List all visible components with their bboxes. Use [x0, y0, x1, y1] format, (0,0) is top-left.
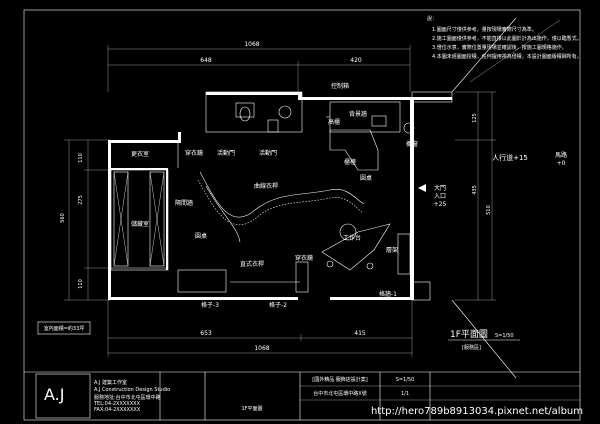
label-hanging-rack: 直式衣桿 [240, 260, 264, 268]
project-title: [國外精品 服飾店設計案] [312, 376, 368, 383]
shoe-shelf [397, 233, 411, 275]
dim-bottom-right: 415 [354, 330, 366, 337]
top-dimensions: 1068 648 420 [107, 41, 411, 92]
label-sliding-door-2: 活動門 [259, 149, 277, 157]
entrance-arrow [418, 184, 426, 192]
workbench-shape [321, 223, 391, 271]
label-high-cabinet: 高櫃 [328, 118, 340, 126]
label-wear-mirror-bottom: 穿衣鏡 [295, 254, 313, 262]
sheet-name: 1F平面圖 [241, 406, 262, 412]
label-wall-3: 格牆-1 [379, 290, 397, 298]
dim-right-2: 510 [486, 205, 492, 215]
label-partition: 隔間牆 [175, 199, 193, 207]
dim-top-total: 1068 [244, 41, 259, 48]
restroom-fixtures [235, 102, 292, 133]
sheet-frame [23, 9, 581, 421]
label-curve-rack: 曲線衣桿 [254, 182, 278, 190]
label-bg-wall: 背景牆 [349, 110, 367, 118]
hanging-rack-bottom [177, 261, 309, 293]
label-counter: 櫃檯 [344, 158, 356, 166]
watermark: http://hero789b8913034.pixnet.net/album [371, 406, 583, 417]
label-sliding-door-1: 活動門 [217, 149, 235, 157]
label-control-box: 控制箱 [331, 82, 349, 90]
company-en: A.J Construction Design Studio [94, 387, 170, 393]
title-block: A.J A.J 建築工作室 A.J Construction Design St… [35, 372, 583, 420]
label-area: 室內面積=約33坪 [44, 325, 85, 332]
dim-left-total: 560 [60, 213, 66, 223]
company-info-1: 服務地址:台中市北屯區環中路 [94, 394, 161, 401]
plan-scale: S=1/50 [495, 333, 514, 339]
label-sidewalk: 人行道+15 [492, 153, 528, 162]
dim-top-right: 420 [350, 57, 362, 64]
dim-left-1: 110 [78, 153, 84, 163]
plan-title: 1F平面圖 S=1/50 [服務區] [448, 329, 520, 351]
label-cloakroom: 更衣室 [131, 150, 149, 158]
storage-shelves [113, 171, 165, 267]
area-box: 室內面積=約33坪 [37, 321, 91, 335]
label-round-table-right: 圓桌 [360, 174, 372, 182]
right-dimensions: 125 510 435 [455, 91, 496, 301]
general-notes: 說： 1.圖面尺寸僅供參考，量按現場實際尺寸為準。 2.施工圖面僅供參考，不能直… [427, 15, 582, 60]
round-table-right [339, 223, 357, 241]
dim-bottom-total: 1068 [254, 345, 269, 352]
label-workbench: 工作台 [343, 234, 361, 242]
note-1: 1.圖面尺寸僅供參考，量按現場實際尺寸為準。 [432, 26, 537, 33]
plan-subtitle: [服務區] [462, 344, 481, 351]
company-info-3: FAX:04-2XXXXXXX [94, 407, 141, 413]
dim-bottom-left: 653 [200, 330, 212, 337]
scale-cell: S=1/50 [396, 377, 415, 383]
label-wall-1: 格子-3 [201, 301, 219, 309]
label-wall-2: 格子-2 [269, 301, 287, 309]
label-wear-mirror-top: 穿衣鏡 [185, 149, 203, 157]
plan-title-text: 1F平面圖 [450, 329, 488, 340]
label-shoe-cabinet: 層架 [386, 246, 398, 254]
left-dimensions: 110 275 110 560 [60, 139, 110, 301]
sheet-no: 1/1 [401, 391, 409, 397]
dim-top-left: 648 [200, 57, 212, 64]
company-info-2: TEL:04-2XXXXXXX [93, 401, 141, 407]
logo: A.J [44, 385, 64, 404]
label-entrance: 大門入口+25 [434, 184, 447, 208]
label-round-table-left: 圓桌 [195, 232, 207, 240]
room-labels: 控制箱 背景牆 高櫃 櫥窗 更衣室 穿衣鏡 活動門 活動門 櫃檯 曲線衣桿 隔間… [131, 82, 528, 309]
curve-clothes-rack [197, 171, 365, 243]
label-road: 馬路+0 [555, 151, 567, 167]
label-storage: 儲藏室 [131, 220, 149, 228]
dim-left-2: 275 [78, 195, 84, 205]
project-sub: 台中市北屯區環中路X號 [313, 390, 366, 397]
bottom-dimensions: 653 415 1068 [107, 300, 413, 357]
company-cn: A.J 建築工作室 [94, 379, 127, 386]
dim-right-3: 435 [472, 185, 478, 195]
note-3: 3.燈位示意，實際位置量現場並確認後，按施工圖規格施作。 [432, 44, 567, 51]
counter-zone [326, 101, 415, 171]
dim-right-1: 125 [472, 113, 478, 123]
road-edge [451, 17, 561, 379]
label-window: 櫥窗 [406, 140, 418, 148]
notes-heading: 說： [427, 15, 437, 22]
dim-left-3: 110 [78, 279, 84, 289]
note-2: 2.施工圖面僅供參考，不能直接以此圖於計為出施作，僅以臨暫式。 [432, 35, 582, 42]
walls [108, 91, 453, 301]
